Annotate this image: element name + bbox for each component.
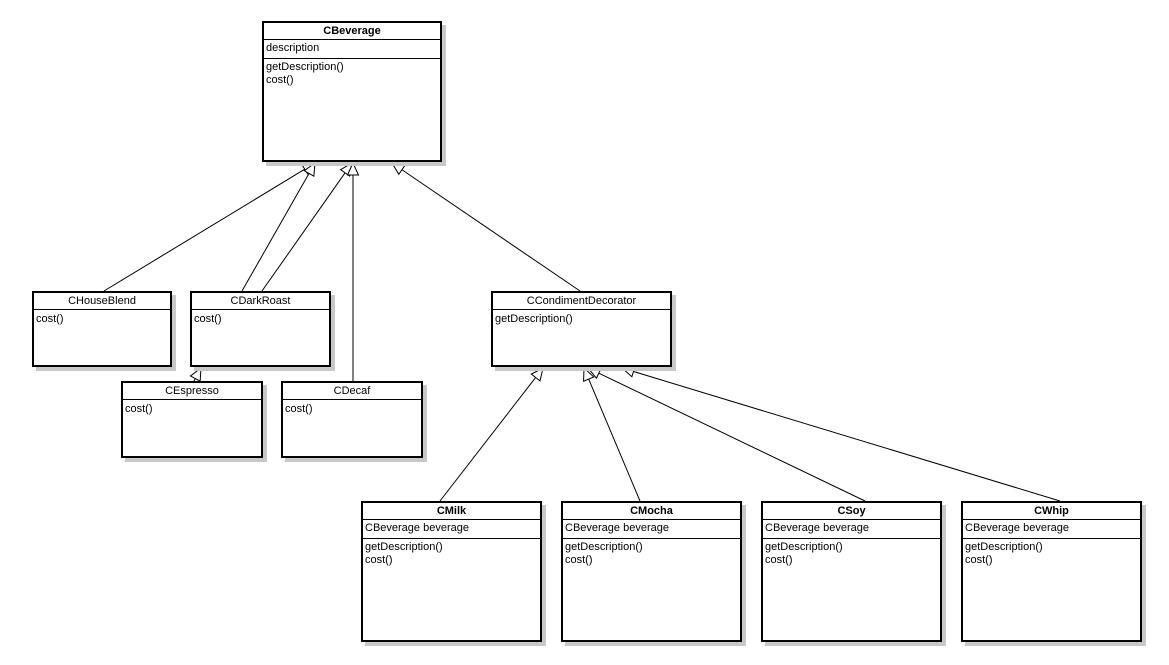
class-name: CEspresso <box>123 383 261 400</box>
attribute: CBeverage beverage <box>565 522 669 534</box>
class-name: CBeverage <box>264 23 440 40</box>
generalization-arrowhead-icon <box>586 367 602 380</box>
class-methods: cost() <box>123 400 261 416</box>
method: cost() <box>125 403 153 415</box>
class-cbeverage[interactable]: CBeverage description getDescription() c… <box>262 21 442 162</box>
method: cost() <box>765 554 793 566</box>
generalization-arrowhead-icon <box>530 367 544 382</box>
class-methods: getDescription() cost() <box>363 539 540 567</box>
class-chouseblend[interactable]: CHouseBlend cost() <box>32 291 172 367</box>
class-name: CSoy <box>763 503 940 520</box>
attribute: description <box>266 42 320 54</box>
method: cost() <box>565 554 593 566</box>
class-cdarkroast[interactable]: CDarkRoast cost() <box>190 291 331 367</box>
method: cost() <box>285 403 313 415</box>
method: getDescription() <box>965 541 1043 553</box>
method: getDescription() <box>495 313 573 325</box>
generalization-arrowhead-icon <box>346 161 360 176</box>
class-csoy[interactable]: CSoy CBeverage beverage getDescription()… <box>761 501 942 642</box>
edge-ccondimentdecorator-to-cbeverage <box>391 162 581 292</box>
class-ccondimentdecorator[interactable]: CCondimentDecorator getDescription() <box>491 291 672 367</box>
edge-line <box>588 378 641 502</box>
class-methods: getDescription() cost() <box>763 539 940 567</box>
class-methods: getDescription() cost() <box>563 539 740 567</box>
edge-line <box>598 372 866 502</box>
class-name: CCondimentDecorator <box>493 293 670 310</box>
class-cmilk[interactable]: CMilk CBeverage beverage getDescription(… <box>361 501 542 642</box>
edge-line <box>401 169 581 292</box>
generalization-arrowhead-icon <box>583 366 595 382</box>
class-name: CHouseBlend <box>34 293 170 310</box>
class-methods: cost() <box>283 400 421 416</box>
edge-csoy-to-ccondimentdecorator <box>586 367 866 502</box>
class-name: CWhip <box>963 503 1140 520</box>
edge-cdarkroast-to-cbeverage-b <box>261 162 353 292</box>
class-name: CMocha <box>563 503 740 520</box>
class-attributes: CBeverage beverage <box>763 520 940 539</box>
edge-cmocha-to-ccondimentdecorator <box>583 366 641 502</box>
edge-line <box>103 168 305 292</box>
class-methods: getDescription() cost() <box>264 59 440 87</box>
generalization-arrowhead-icon <box>391 162 406 176</box>
edge-chouseblend-to-cbeverage <box>103 162 317 292</box>
edge-line <box>261 172 346 292</box>
edge-cmilk-to-ccondimentdecorator <box>439 367 544 502</box>
class-cmocha[interactable]: CMocha CBeverage beverage getDescription… <box>561 501 742 642</box>
edge-cdecaf-to-cbeverage <box>346 161 360 381</box>
class-methods: getDescription() <box>493 310 670 326</box>
attribute: CBeverage beverage <box>765 522 869 534</box>
method: getDescription() <box>565 541 643 553</box>
edge-line <box>633 371 1061 502</box>
method: getDescription() <box>266 61 344 73</box>
edge-cwhip-to-ccondimentdecorator <box>620 365 1061 502</box>
method: cost() <box>365 554 393 566</box>
class-cespresso[interactable]: CEspresso cost() <box>121 381 263 458</box>
class-attributes: CBeverage beverage <box>363 520 540 539</box>
class-methods: cost() <box>34 310 170 326</box>
class-name: CDarkRoast <box>192 293 329 310</box>
method: cost() <box>266 74 294 86</box>
class-cwhip[interactable]: CWhip CBeverage beverage getDescription(… <box>961 501 1142 642</box>
class-cdecaf[interactable]: CDecaf cost() <box>281 381 423 458</box>
class-methods: getDescription() cost() <box>963 539 1140 567</box>
class-name: CMilk <box>363 503 540 520</box>
generalization-arrowhead-icon <box>303 161 316 177</box>
class-attributes: CBeverage beverage <box>563 520 740 539</box>
generalization-arrowhead-icon <box>620 365 636 378</box>
class-name: CDecaf <box>283 383 421 400</box>
generalization-arrowhead-icon <box>189 366 202 382</box>
attribute: CBeverage beverage <box>365 522 469 534</box>
edge-cespresso-to-cdarkroast <box>189 366 202 382</box>
class-attributes: description <box>264 40 440 59</box>
method: getDescription() <box>765 541 843 553</box>
edge-cdarkroast-to-cbeverage-a <box>241 161 316 292</box>
edge-line <box>439 377 537 502</box>
method: cost() <box>36 313 64 325</box>
class-methods: cost() <box>192 310 329 326</box>
method: getDescription() <box>365 541 443 553</box>
edge-line <box>241 173 310 292</box>
method: cost() <box>194 313 222 325</box>
attribute: CBeverage beverage <box>965 522 1069 534</box>
class-attributes: CBeverage beverage <box>963 520 1140 539</box>
method: cost() <box>965 554 993 566</box>
